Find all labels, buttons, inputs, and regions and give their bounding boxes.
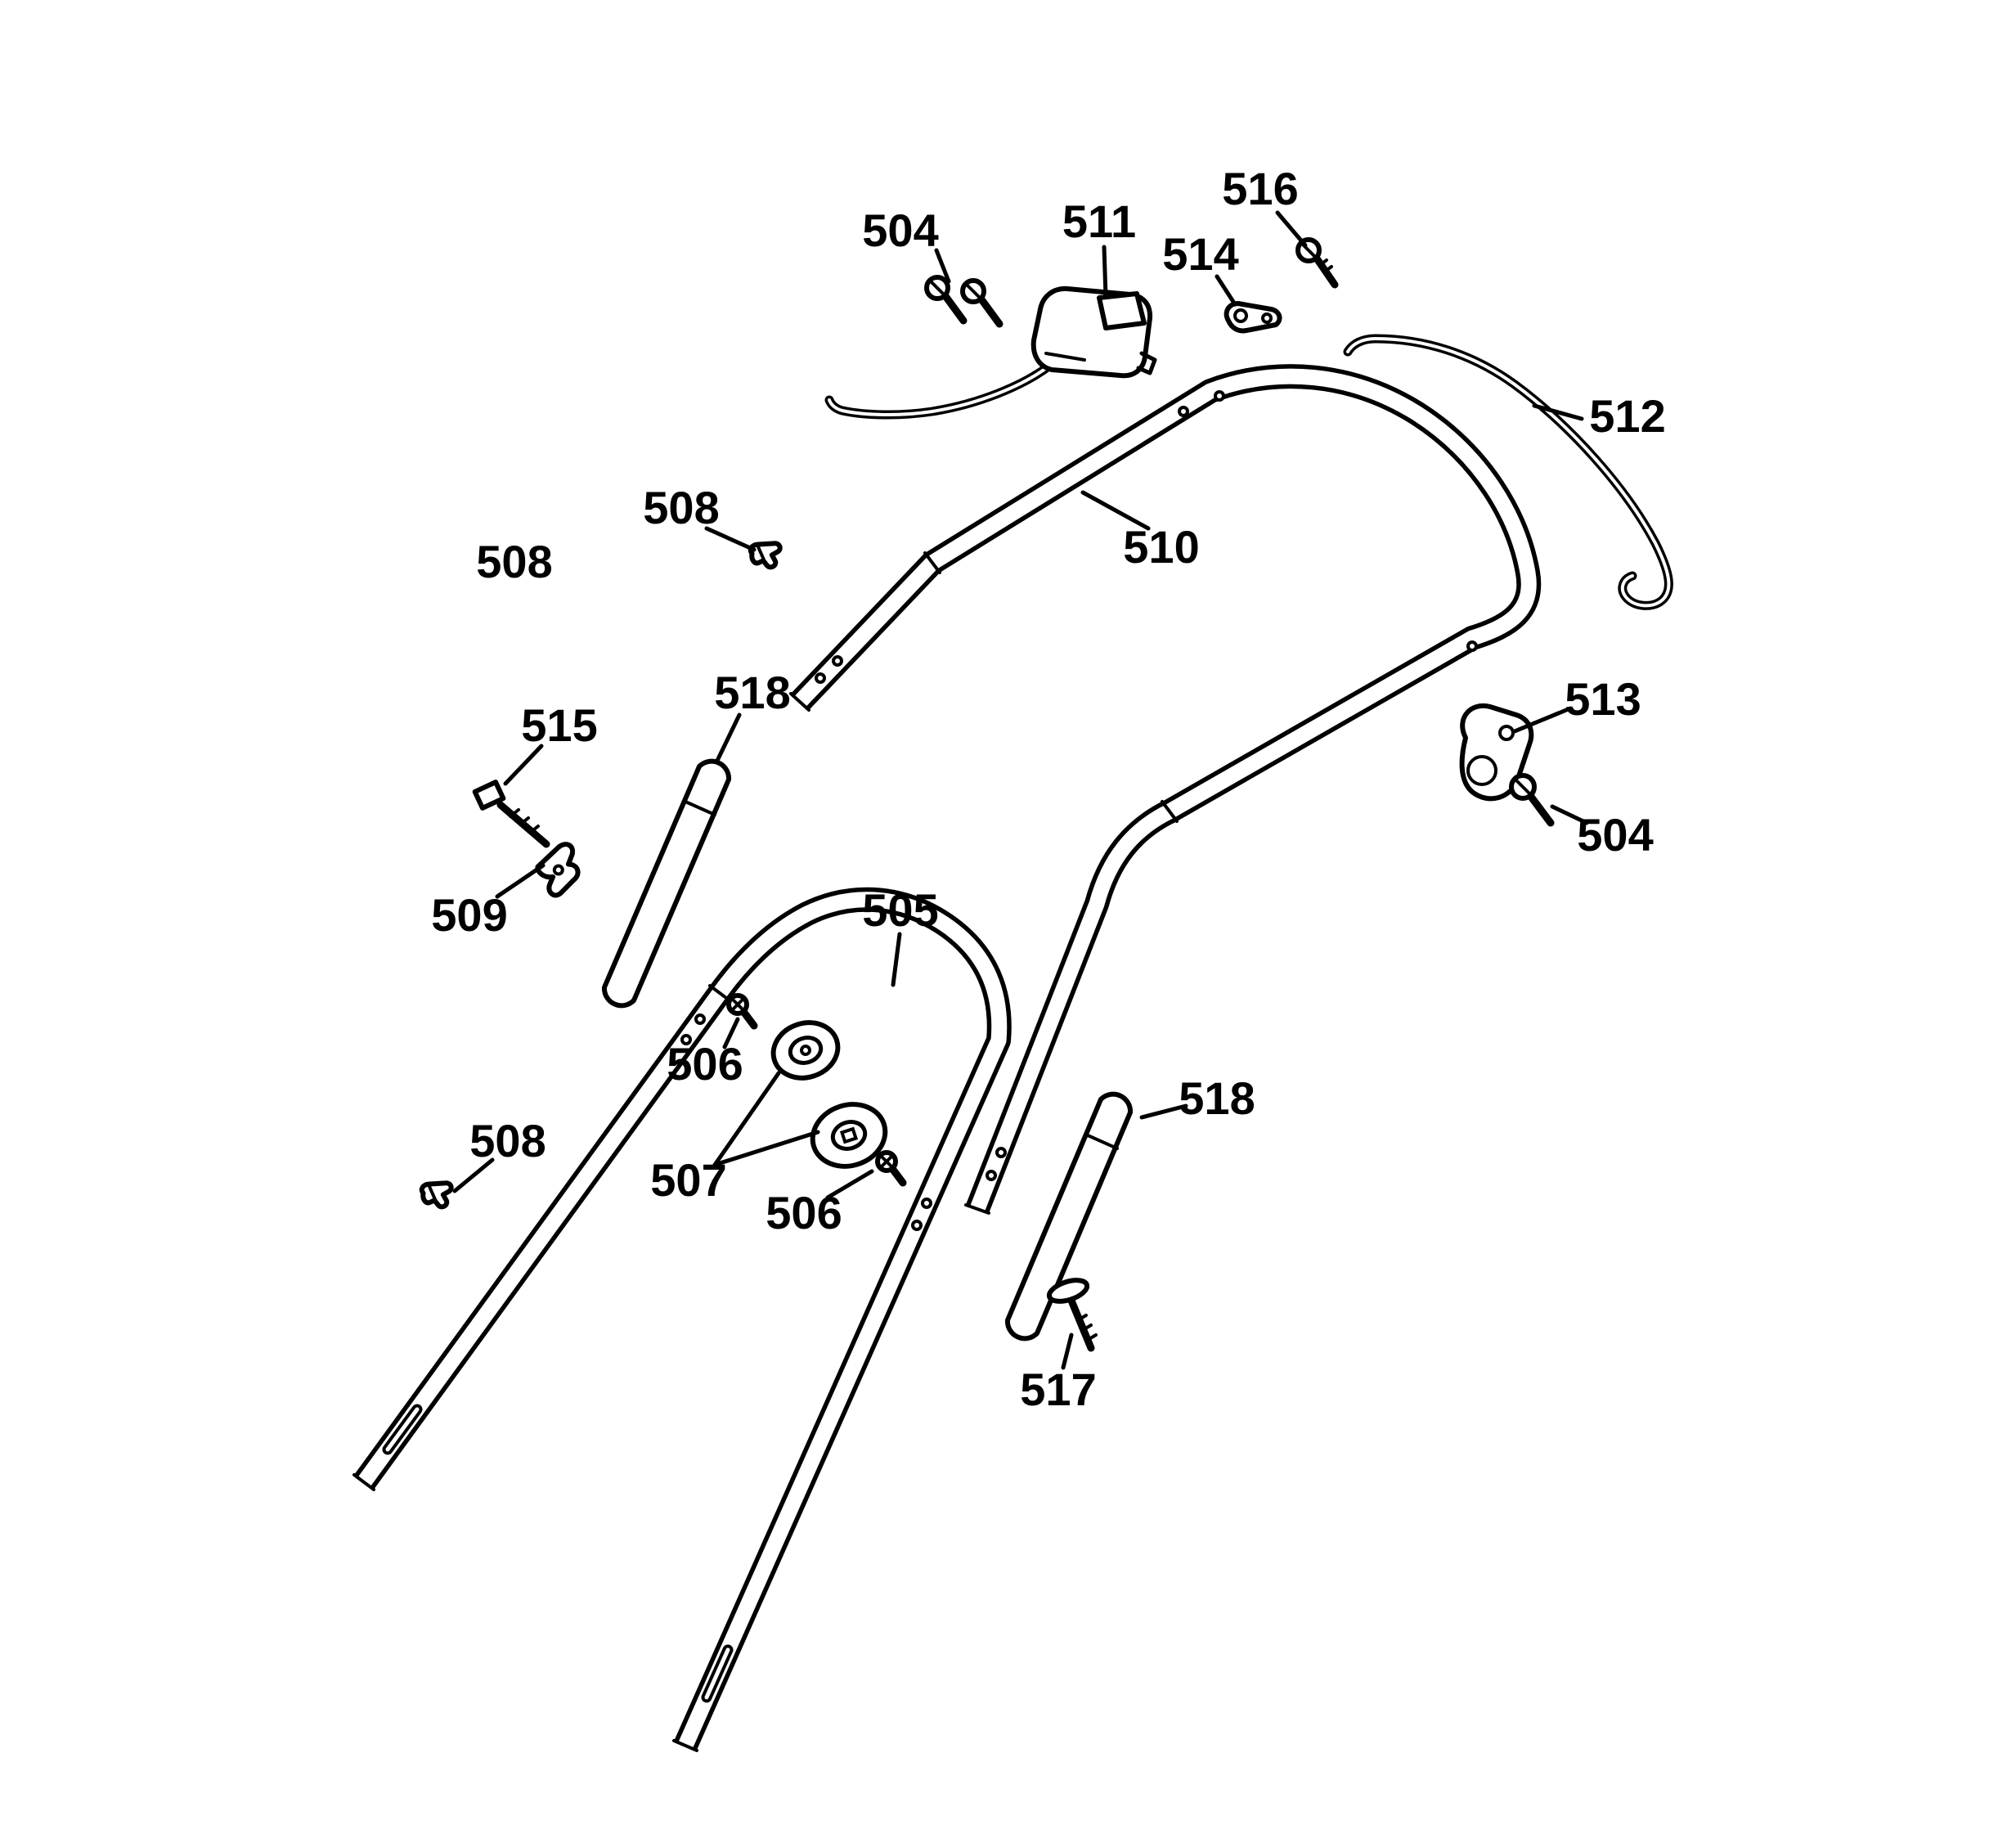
label-516: 516 [1222, 163, 1298, 214]
clip-508-lower [419, 1180, 454, 1210]
mounting-hole [680, 1034, 692, 1045]
tube-joint-mark [923, 551, 941, 574]
leader-510 [1080, 490, 1151, 531]
cable-rod [1343, 334, 1673, 610]
tube-slot [382, 1404, 423, 1455]
mounting-hole [911, 1220, 923, 1231]
label-508-b: 508 [476, 536, 552, 587]
handle-grip-left [601, 758, 732, 1009]
label-508-a: 508 [643, 482, 719, 533]
label-506-lower: 506 [766, 1187, 842, 1238]
label-510: 510 [1123, 521, 1199, 573]
knob-507-disc-lower [810, 1102, 888, 1169]
leader-507-b [712, 1130, 820, 1167]
mounting-hole [921, 1198, 932, 1209]
leader-514 [1215, 274, 1237, 307]
leader-505 [891, 932, 902, 987]
leader-504-top [934, 248, 951, 284]
label-512: 512 [1589, 390, 1665, 442]
leader-512 [1532, 403, 1584, 421]
leader-lines [452, 210, 1589, 1370]
screw-517 [1046, 1278, 1098, 1352]
label-504-top: 504 [862, 204, 938, 256]
mounting-hole [815, 672, 826, 684]
leader-518-left [714, 712, 742, 765]
tube-slot [701, 1644, 734, 1703]
upper-handle [789, 364, 1542, 1215]
mounting-hole [1214, 390, 1225, 402]
clip-508-upper [748, 541, 783, 570]
tube-joint-mark [708, 984, 731, 1002]
mounting-hole [995, 1147, 1007, 1158]
switch-lever [1097, 291, 1147, 330]
label-515: 515 [521, 699, 597, 751]
leader-513 [1512, 706, 1573, 734]
screw-504-right [1509, 773, 1555, 827]
part-labels: 504 511 516 514 512 508 508 510 518 515 … [431, 163, 1665, 1415]
switch-cable [824, 362, 1053, 420]
leader-516 [1275, 210, 1308, 248]
label-514: 514 [1162, 228, 1238, 280]
label-504-right: 504 [1577, 809, 1653, 861]
leader-507-a [712, 1071, 781, 1167]
leader-511 [1102, 245, 1108, 299]
mounting-hole [694, 1013, 706, 1025]
label-505: 505 [862, 884, 938, 936]
label-509: 509 [431, 889, 507, 941]
leader-517 [1061, 1332, 1074, 1370]
leader-508-lower [452, 1157, 495, 1193]
leader-506-upper [722, 1017, 740, 1049]
label-518-left: 518 [714, 667, 790, 718]
bolt-515 [472, 780, 550, 848]
knob-507-disc-upper [770, 1020, 841, 1081]
label-517: 517 [1020, 1364, 1096, 1415]
mounting-hole [832, 655, 843, 667]
screw-506-upper [726, 993, 758, 1030]
tube-end-cap [352, 1473, 375, 1491]
clamp-509 [535, 842, 581, 898]
handle-grip-right [1004, 1091, 1134, 1341]
lower-handle [352, 887, 1012, 1752]
screw-504-top [924, 275, 1004, 328]
mounting-hole [1466, 640, 1478, 652]
leader-506-lower [825, 1169, 874, 1200]
label-511: 511 [1062, 195, 1136, 247]
leader-504-right [1550, 804, 1589, 825]
tube-end-cap [672, 1739, 698, 1752]
handle-bracket-513 [1459, 703, 1534, 802]
leader-515 [503, 744, 544, 786]
label-508-lower: 508 [469, 1115, 546, 1166]
label-507: 507 [650, 1154, 726, 1206]
leader-518-right [1139, 1103, 1188, 1120]
leader-509 [495, 863, 546, 899]
label-506-upper: 506 [667, 1038, 743, 1090]
switch-housing [1030, 285, 1157, 379]
leader-508-upper [704, 526, 757, 552]
label-513: 513 [1565, 673, 1641, 725]
screw-516 [1295, 237, 1339, 289]
label-518-right: 518 [1179, 1072, 1255, 1124]
cable-clip-514 [1224, 301, 1282, 334]
mounting-hole [986, 1170, 997, 1181]
tube-end-cap [964, 1203, 990, 1215]
screw-506-lower [875, 1150, 907, 1187]
mounting-hole [1178, 406, 1189, 417]
tube-end-cap [789, 692, 810, 712]
tube-joint-mark [1161, 800, 1179, 823]
